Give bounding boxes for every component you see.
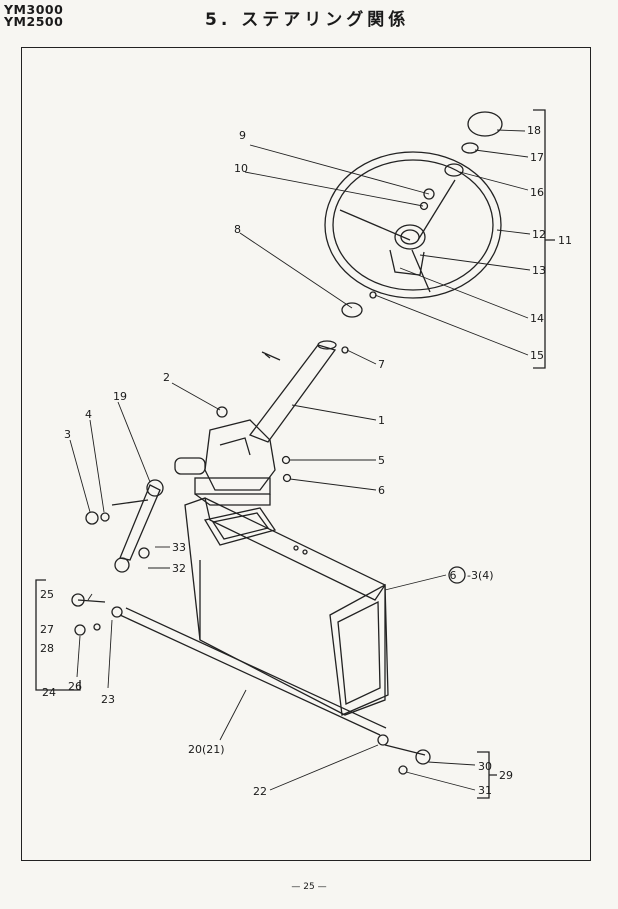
callout-33: 33 xyxy=(172,541,186,554)
callout-29: 29 xyxy=(499,769,513,782)
callout-28: 28 xyxy=(40,642,54,655)
transmission-case xyxy=(184,497,389,716)
callout-15: 15 xyxy=(530,349,544,362)
steering-column xyxy=(248,340,337,443)
model-label-primary: YM3000 xyxy=(4,2,64,17)
part-9-nut xyxy=(423,188,435,200)
part-8-bushing xyxy=(341,302,363,318)
callout-2: 2 xyxy=(163,371,170,384)
callout-16: 16 xyxy=(530,186,544,199)
bracket-11 xyxy=(533,109,555,369)
callout-17: 17 xyxy=(530,151,544,164)
model-label-secondary: YM2500 xyxy=(4,14,64,29)
callout-27: 27 xyxy=(40,623,54,636)
leader-lines xyxy=(69,129,531,791)
callout-7: 7 xyxy=(378,358,385,371)
callout-9: 9 xyxy=(239,129,246,142)
part-17-cap xyxy=(461,142,479,154)
diagram-frame xyxy=(21,47,591,861)
callout-31: 31 xyxy=(478,784,492,797)
callout-20: 20(21) xyxy=(188,743,225,756)
steering-wheel xyxy=(324,151,502,299)
part-5-bolt xyxy=(281,455,291,465)
bracket-24 xyxy=(35,579,81,691)
callout-18: 18 xyxy=(527,124,541,137)
callout-5: 5 xyxy=(378,454,385,467)
part-32-nut xyxy=(138,547,150,559)
callout-ref-circle: 6 xyxy=(450,569,457,582)
tie-rod-end-left xyxy=(71,593,106,636)
callout-8: 8 xyxy=(234,223,241,236)
pitman-arm xyxy=(111,479,164,573)
callout-12: 12 xyxy=(532,228,546,241)
callout-13: 13 xyxy=(532,264,546,277)
callout-30: 30 xyxy=(478,760,492,773)
callout-ref: -3(4) xyxy=(467,569,494,582)
callout-23: 23 xyxy=(101,693,115,706)
callout-19: 19 xyxy=(113,390,127,403)
page-number: — 25 — xyxy=(291,882,327,892)
bracket-29 xyxy=(477,751,497,799)
callout-22: 22 xyxy=(253,785,267,798)
callout-24: 24 xyxy=(42,686,56,699)
callout-11: 11 xyxy=(558,234,572,247)
part-16-collar xyxy=(444,163,464,177)
part-10-washer xyxy=(419,201,429,211)
steering-gearbox xyxy=(174,406,276,506)
callout-14: 14 xyxy=(530,312,544,325)
tie-rod-end-right xyxy=(384,744,431,775)
callout-25: 25 xyxy=(40,588,54,601)
callout-3: 3 xyxy=(64,428,71,441)
callout-26: 26 xyxy=(68,680,82,693)
callout-labels: 9 10 8 18 17 16 12 13 14 15 11 7 1 2 19 … xyxy=(40,124,572,798)
page-title: 5. ステアリング関係 xyxy=(205,10,410,30)
callout-1: 1 xyxy=(378,414,385,427)
part-3-nut xyxy=(85,511,99,525)
callout-32: 32 xyxy=(172,562,186,575)
part-18-horn-cap xyxy=(467,111,503,137)
callout-10: 10 xyxy=(234,162,248,175)
callout-4: 4 xyxy=(85,408,92,421)
callout-6: 6 xyxy=(378,484,385,497)
part-6-washer xyxy=(282,473,292,483)
drag-link-rod xyxy=(111,606,389,746)
part-4-washer xyxy=(100,512,110,522)
reference-circle xyxy=(448,566,466,584)
